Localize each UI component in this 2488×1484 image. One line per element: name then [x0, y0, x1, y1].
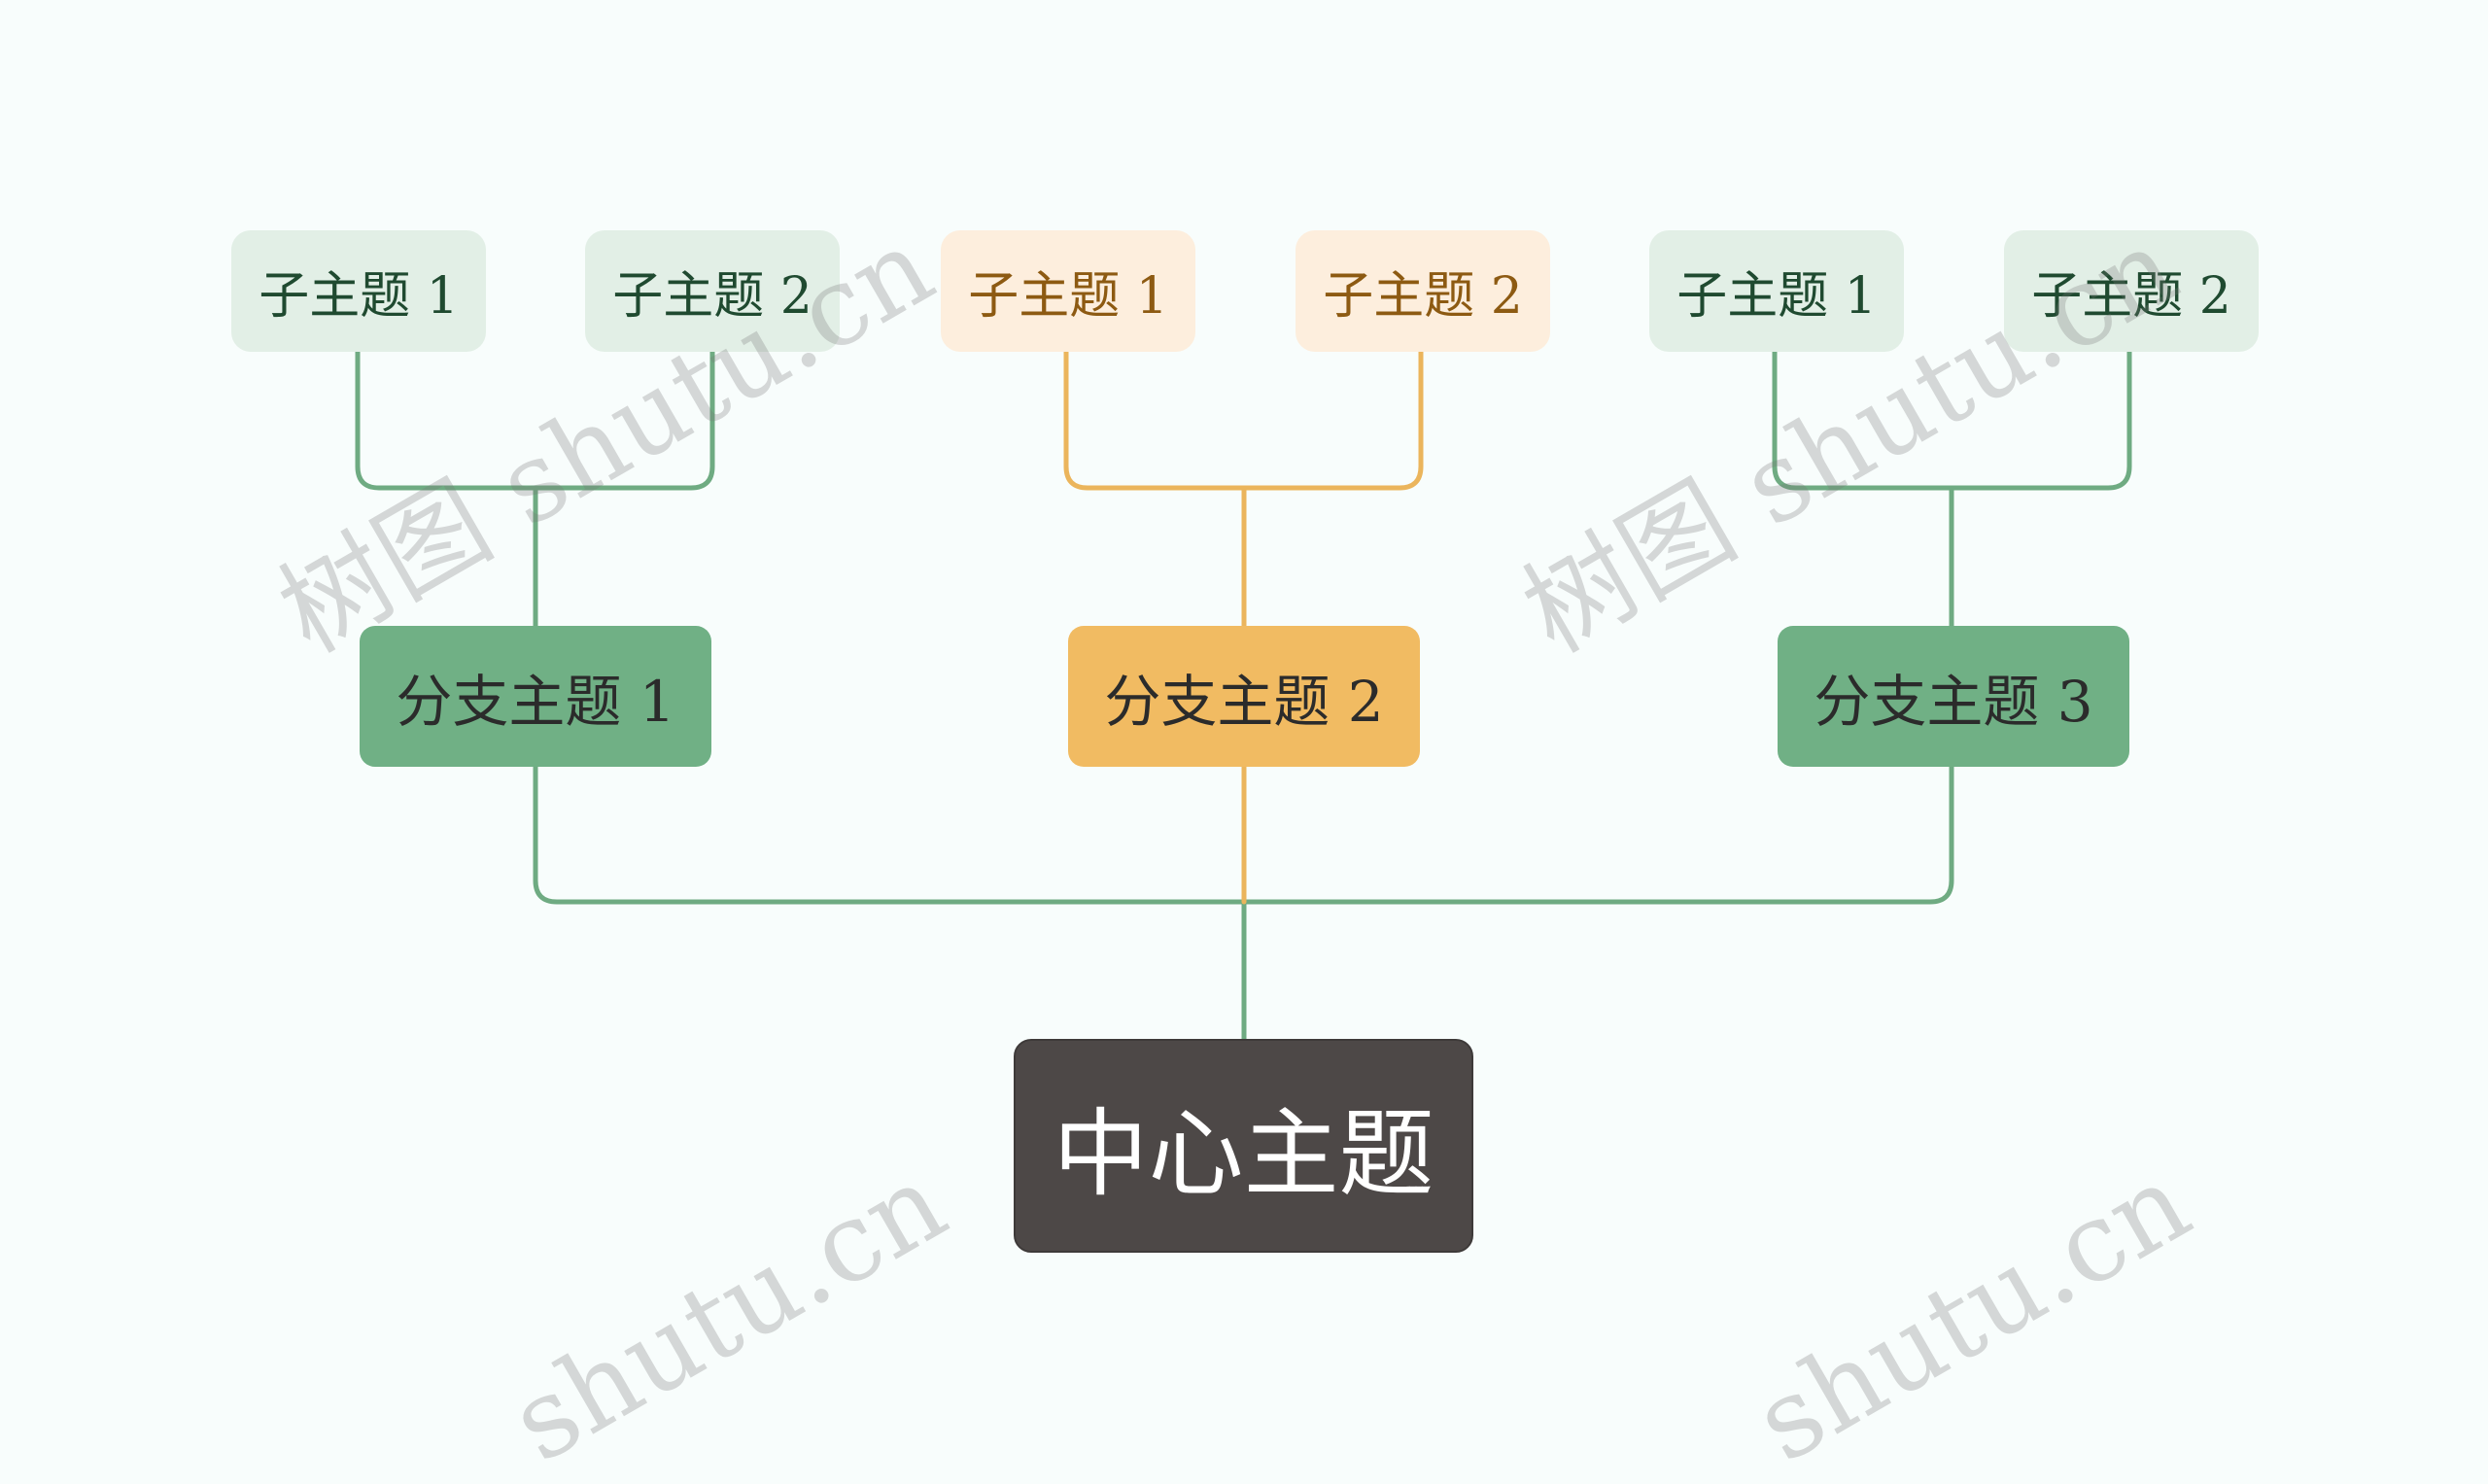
connector-branch-2-subtopics — [1063, 349, 1424, 491]
connector-branch-3-subtopics — [1772, 349, 2132, 491]
subtopic-node[interactable]: 子主题 1 — [1649, 230, 1904, 352]
subtopic-node[interactable]: 子主题 2 — [2004, 230, 2259, 352]
subtopic-node[interactable]: 子主题 1 — [231, 230, 486, 352]
connector-branch-1-subtopics — [355, 349, 715, 491]
subtopic-node[interactable]: 子主题 2 — [1296, 230, 1550, 352]
branch-node-3[interactable]: 分支主题 3 — [1778, 626, 2129, 767]
central-topic[interactable]: 中心主题 — [1014, 1039, 1473, 1253]
branch-node-1[interactable]: 分支主题 1 — [360, 626, 711, 767]
subtopic-node[interactable]: 子主题 1 — [941, 230, 1195, 352]
subtopic-node[interactable]: 子主题 2 — [585, 230, 840, 352]
branch-node-2[interactable]: 分支主题 2 — [1068, 626, 1420, 767]
